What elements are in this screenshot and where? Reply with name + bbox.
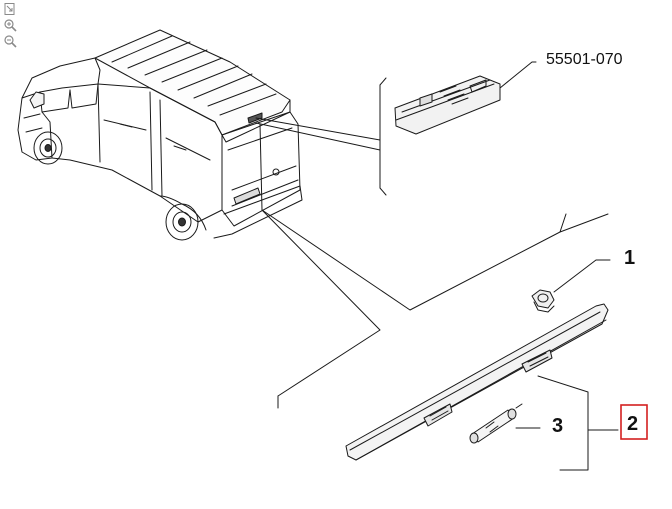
callout-3[interactable]: 3 (552, 415, 563, 437)
part-code-label: 55501-070 (546, 51, 623, 68)
leader-line-part-code (499, 61, 537, 89)
leader-line-brake-light-lower (255, 122, 381, 151)
leader-line-plate-lamp-lower (261, 209, 381, 397)
zoom-in-icon[interactable] (3, 18, 17, 32)
zoom-toolbar (3, 2, 19, 50)
nut-part (531, 289, 555, 313)
callout-2[interactable]: 2 (627, 413, 638, 435)
van-illustration (17, 29, 303, 241)
leader-line-1 (553, 259, 611, 293)
callout-2-highlight-box (620, 404, 648, 440)
fit-to-window-icon[interactable] (3, 2, 17, 16)
callout-1[interactable]: 1 (624, 247, 635, 269)
leader-line-2 (537, 375, 589, 471)
leader-line-plate-lamp-upper (261, 209, 561, 311)
bulb-part (469, 403, 523, 444)
third-brake-light-part (394, 75, 501, 135)
leader-line-brake-light (255, 117, 381, 141)
plate-lamp-lens-part (345, 303, 609, 461)
zoom-out-icon[interactable] (3, 34, 17, 48)
